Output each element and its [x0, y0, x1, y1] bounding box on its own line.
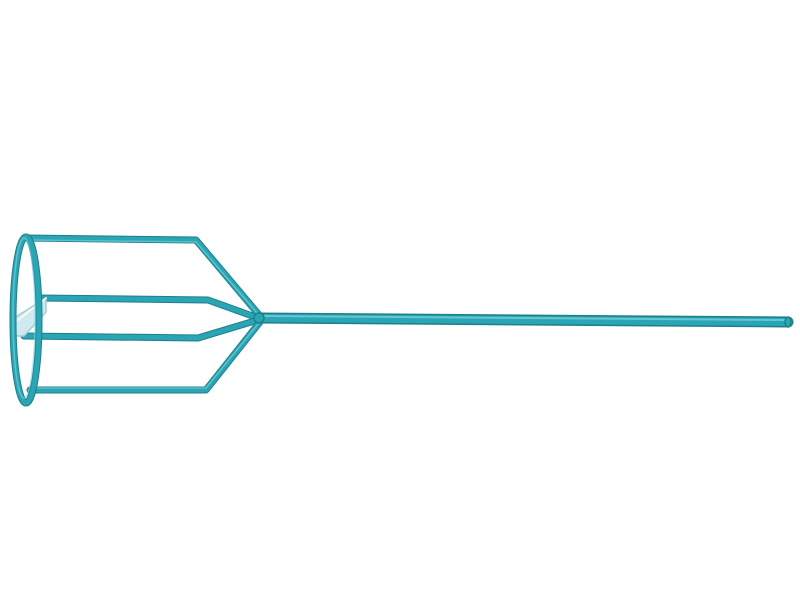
shaft — [252, 312, 794, 328]
shaft-end — [784, 316, 792, 328]
mixing-paddle — [9, 233, 794, 407]
cage — [20, 234, 265, 394]
ring — [9, 233, 43, 407]
cage-hub — [253, 312, 265, 324]
